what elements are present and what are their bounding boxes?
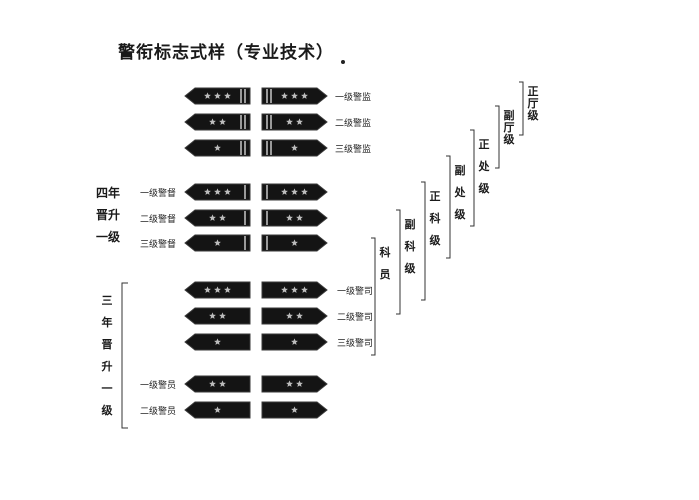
rank-bar2-jj2-left [240, 115, 242, 129]
rank-bar-jd2-right [266, 211, 268, 225]
star-icon-jj1-left-2 [224, 92, 231, 99]
four-year-promotion-label: 四年晋升一级 [95, 186, 120, 244]
rank-label-jd2: 二级警督 [140, 215, 177, 225]
rank-bar-jd3-left [244, 236, 246, 250]
star-icon-jd1-left-0 [204, 188, 211, 195]
star-icon-jd3-left-0 [214, 239, 221, 246]
shoulder-board-jj2-right [261, 113, 328, 131]
star-icon-js2-right-1 [296, 312, 303, 319]
level-bracket-5 [495, 105, 500, 169]
star-icon-jd1-right-2 [301, 188, 308, 195]
rank-bar-jd1-left [244, 185, 246, 199]
star-icon-jd2-left-0 [209, 214, 216, 221]
star-icon-jy1-left-0 [209, 380, 216, 387]
star-icon-js2-right-0 [286, 312, 293, 319]
star-icon-jj2-left-1 [219, 118, 226, 125]
star-icon-jy1-left-1 [219, 380, 226, 387]
star-icon-js1-left-2 [224, 286, 231, 293]
rank-bar-jj2-right [266, 115, 268, 129]
star-icon-jj3-right-0 [291, 144, 298, 151]
star-icon-jd2-right-0 [286, 214, 293, 221]
level-label-2: 正科级 [429, 190, 441, 247]
star-icon-jd2-left-1 [219, 214, 226, 221]
rank-bar-jd3-right [266, 236, 268, 250]
star-icon-jd3-right-0 [291, 239, 298, 246]
star-icon-js1-right-2 [301, 286, 308, 293]
rank-label-js2: 二级警司 [337, 313, 374, 323]
level-label-0: 科员 [379, 246, 391, 281]
rank-label-jd3: 三级警督 [140, 240, 177, 250]
star-icon-js2-left-1 [219, 312, 226, 319]
level-label-4: 正处级 [478, 138, 490, 195]
star-icon-jj2-right-0 [286, 118, 293, 125]
level-bracket-3 [446, 155, 451, 259]
three-year-bracket [121, 282, 128, 429]
rank-label-jj2: 二级警监 [335, 119, 372, 129]
three-year-promotion-label: 三年晋升一级 [101, 294, 113, 417]
rank-bar-jj1-left [244, 89, 246, 103]
rank-label-js1: 一级警司 [337, 287, 374, 297]
shoulder-board-jj2-left [184, 113, 251, 131]
rank-bar2-jj2-right [270, 115, 272, 129]
star-icon-jy1-right-1 [296, 380, 303, 387]
rank-label-jj1: 一级警监 [335, 93, 372, 103]
star-icon-jj1-right-1 [291, 92, 298, 99]
star-icon-jd1-left-1 [214, 188, 221, 195]
star-icon-js1-left-1 [214, 286, 221, 293]
level-bracket-2 [421, 181, 426, 301]
star-icon-jy2-left-0 [214, 406, 221, 413]
rank-label-jy2: 二级警员 [140, 407, 177, 417]
rank-bar-jd2-left [244, 211, 246, 225]
star-icon-js3-left-0 [214, 338, 221, 345]
rank-bar2-jj1-left [240, 89, 242, 103]
rank-bar-jj2-left [244, 115, 246, 129]
shoulder-board-jy1-right [261, 375, 328, 393]
star-icon-js1-right-1 [291, 286, 298, 293]
star-icon-jd1-right-0 [281, 188, 288, 195]
level-label-3: 副处级 [454, 164, 466, 221]
level-label-1: 副科级 [404, 218, 416, 275]
star-icon-jy1-right-0 [286, 380, 293, 387]
rank-bar-jj1-right [266, 89, 268, 103]
rank-label-jy1: 一级警员 [140, 381, 177, 391]
shoulder-board-jd2-right [261, 209, 328, 227]
shoulder-board-jy1-left [184, 375, 251, 393]
rank-bar2-jj3-right [270, 141, 272, 155]
star-icon-jd1-right-1 [291, 188, 298, 195]
rank-bar-jd1-right [266, 185, 268, 199]
star-icon-jj2-left-0 [209, 118, 216, 125]
level-label-6: 正厅级 [527, 85, 539, 122]
level-label-5: 副厅级 [503, 109, 515, 146]
star-icon-js3-right-0 [291, 338, 298, 345]
star-icon-jj1-left-1 [214, 92, 221, 99]
star-icon-jj2-right-1 [296, 118, 303, 125]
rank-label-js3: 三级警司 [337, 339, 374, 349]
rank-label-jd1: 一级警督 [140, 189, 177, 199]
level-bracket-6 [519, 81, 524, 136]
rank-bar-jj3-right [266, 141, 268, 155]
page-title: 警衔标志式样（专业技术） [118, 43, 334, 63]
rank-label-jj3: 三级警监 [335, 145, 372, 155]
star-icon-jd2-right-1 [296, 214, 303, 221]
star-icon-jy2-right-0 [291, 406, 298, 413]
shoulder-board-js2-right [261, 307, 328, 325]
level-bracket-1 [396, 209, 401, 315]
level-bracket-4 [470, 129, 475, 227]
star-icon-jj1-right-0 [281, 92, 288, 99]
star-icon-jj3-left-0 [214, 144, 221, 151]
shoulder-board-js2-left [184, 307, 251, 325]
rank-bar-jj3-left [244, 141, 246, 155]
star-icon-js1-left-0 [204, 286, 211, 293]
title-dot [341, 60, 345, 64]
star-icon-jj1-right-2 [301, 92, 308, 99]
shoulder-board-jd2-left [184, 209, 251, 227]
rank-bar2-jj3-left [240, 141, 242, 155]
star-icon-js2-left-0 [209, 312, 216, 319]
star-icon-jj1-left-0 [204, 92, 211, 99]
level-bracket-0 [371, 237, 376, 356]
rank-bar2-jj1-right [270, 89, 272, 103]
star-icon-jd1-left-2 [224, 188, 231, 195]
star-icon-js1-right-0 [281, 286, 288, 293]
